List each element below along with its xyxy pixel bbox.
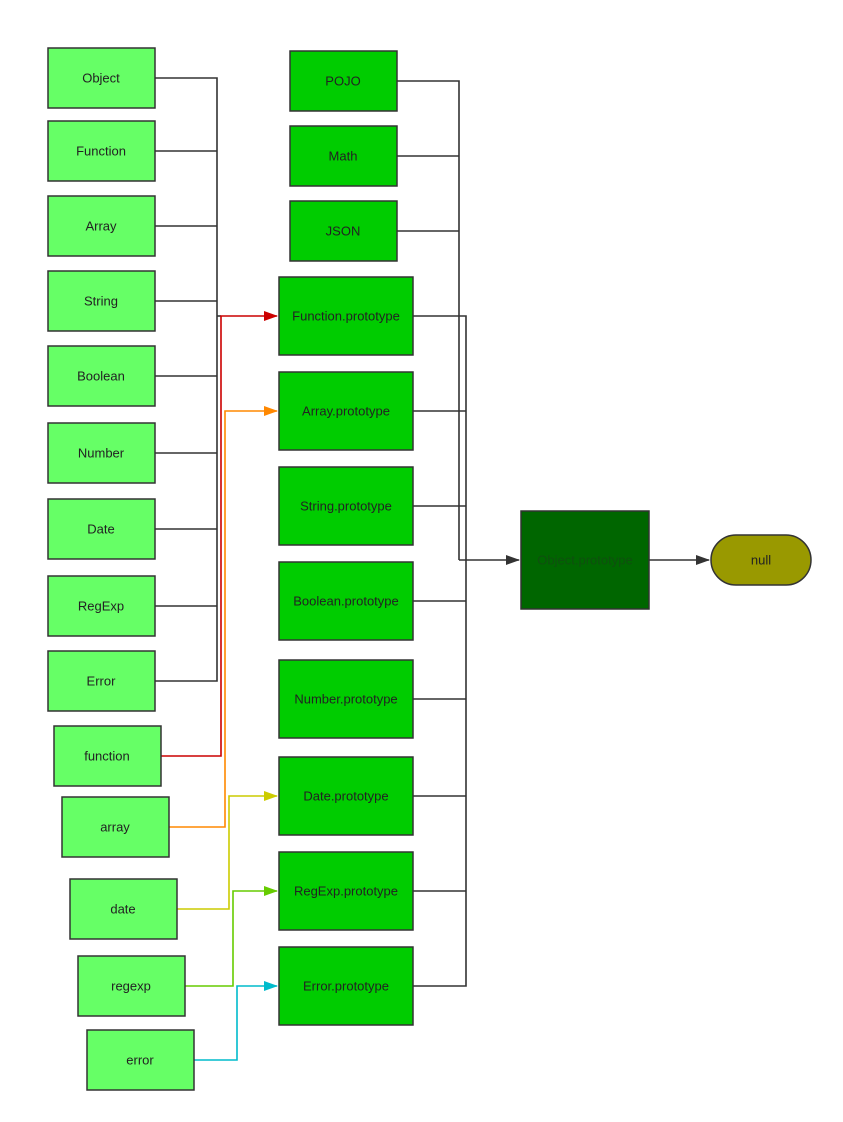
svg-text:error: error bbox=[126, 1053, 154, 1068]
node-error-constructor: Error bbox=[47, 650, 156, 712]
node-null: null bbox=[710, 534, 812, 586]
svg-text:Function.prototype: Function.prototype bbox=[292, 309, 400, 324]
svg-text:Function: Function bbox=[76, 144, 126, 159]
node-boolean-prototype: Boolean.prototype bbox=[278, 561, 414, 641]
svg-text:Object.prototype: Object.prototype bbox=[537, 553, 632, 568]
svg-text:regexp: regexp bbox=[111, 979, 151, 994]
edge-regexp-to-regexp-prototype bbox=[185, 886, 278, 987]
svg-text:String: String bbox=[84, 294, 118, 309]
node-number-prototype: Number.prototype bbox=[278, 659, 414, 739]
node-regexp-instance: regexp bbox=[77, 955, 186, 1017]
node-function-constructor: Function bbox=[47, 120, 156, 182]
svg-text:String.prototype: String.prototype bbox=[300, 499, 392, 514]
node-json: JSON bbox=[289, 200, 398, 262]
node-array-constructor: Array bbox=[47, 195, 156, 257]
svg-text:Boolean: Boolean bbox=[77, 369, 125, 384]
edge-function-to-function-prototype bbox=[161, 311, 278, 757]
edge-array-to-array-prototype bbox=[169, 406, 278, 828]
node-date-constructor: Date bbox=[47, 498, 156, 560]
svg-text:function: function bbox=[84, 749, 130, 764]
svg-text:Boolean.prototype: Boolean.prototype bbox=[293, 594, 399, 609]
svg-text:Date: Date bbox=[87, 522, 114, 537]
svg-text:null: null bbox=[751, 553, 771, 568]
node-error-instance: error bbox=[86, 1029, 195, 1091]
node-error-prototype: Error.prototype bbox=[278, 946, 414, 1026]
svg-text:Number: Number bbox=[78, 446, 125, 461]
svg-text:RegExp.prototype: RegExp.prototype bbox=[294, 884, 398, 899]
node-array-prototype: Array.prototype bbox=[278, 371, 414, 451]
svg-text:Error: Error bbox=[87, 674, 117, 689]
node-object-prototype: Object.prototype bbox=[520, 510, 650, 610]
node-string-prototype: String.prototype bbox=[278, 466, 414, 546]
svg-text:Error.prototype: Error.prototype bbox=[303, 979, 389, 994]
node-math: Math bbox=[289, 125, 398, 187]
node-regexp-constructor: RegExp bbox=[47, 575, 156, 637]
node-function-prototype: Function.prototype bbox=[278, 276, 414, 356]
svg-text:Date.prototype: Date.prototype bbox=[303, 789, 388, 804]
node-string-constructor: String bbox=[47, 270, 156, 332]
node-boolean-constructor: Boolean bbox=[47, 345, 156, 407]
edge-date-to-date-prototype bbox=[177, 791, 278, 910]
constructor-edges bbox=[155, 77, 221, 682]
node-date-instance: date bbox=[69, 878, 178, 940]
svg-text:Array.prototype: Array.prototype bbox=[302, 404, 390, 419]
node-object: Object bbox=[47, 47, 156, 109]
node-date-prototype: Date.prototype bbox=[278, 756, 414, 836]
svg-text:Math: Math bbox=[329, 149, 358, 164]
svg-text:Array: Array bbox=[85, 219, 117, 234]
svg-text:RegExp: RegExp bbox=[78, 599, 124, 614]
svg-text:array: array bbox=[100, 820, 130, 835]
object-literal-edges bbox=[397, 80, 460, 560]
node-array-instance: array bbox=[61, 796, 170, 858]
svg-text:JSON: JSON bbox=[326, 224, 361, 239]
svg-text:date: date bbox=[110, 902, 135, 917]
svg-text:POJO: POJO bbox=[325, 74, 360, 89]
svg-text:Object: Object bbox=[82, 71, 120, 86]
node-number-constructor: Number bbox=[47, 422, 156, 484]
prototype-edges bbox=[413, 315, 467, 987]
node-function-instance: function bbox=[53, 725, 162, 787]
node-regexp-prototype: RegExp.prototype bbox=[278, 851, 414, 931]
edge-error-to-error-prototype bbox=[194, 981, 278, 1061]
node-pojo: POJO bbox=[289, 50, 398, 112]
svg-text:Number.prototype: Number.prototype bbox=[294, 692, 397, 707]
